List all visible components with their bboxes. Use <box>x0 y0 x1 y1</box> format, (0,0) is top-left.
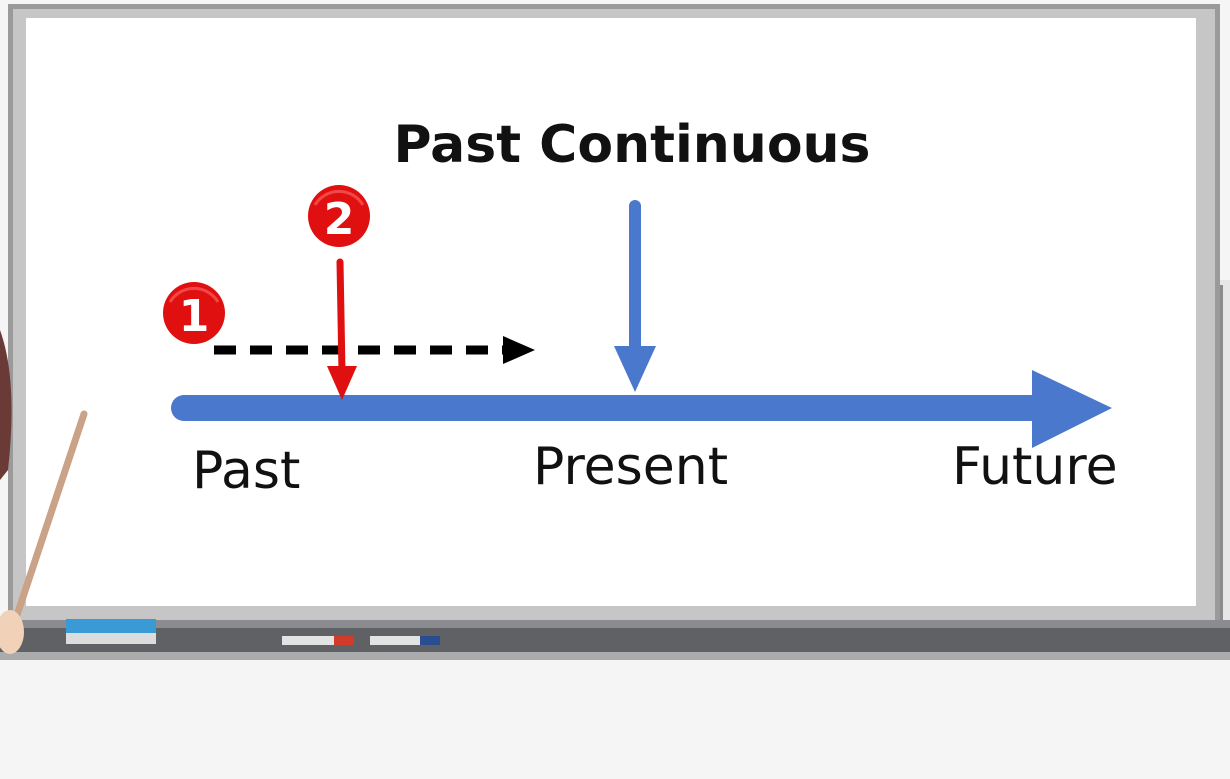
label-future: Future <box>952 437 1118 497</box>
red-event-arrow-shaft <box>336 258 346 376</box>
label-past: Past <box>192 441 300 501</box>
red-event-arrow-head <box>327 366 357 400</box>
present-arrow-head <box>614 346 656 392</box>
marker-tray-lip <box>0 620 1230 628</box>
blue-marker <box>370 636 440 645</box>
marker-badge-2-label: 2 <box>324 194 355 245</box>
pointer-stick <box>8 410 88 634</box>
diagram-title: Past Continuous <box>393 115 870 175</box>
teacher-hand <box>0 610 24 654</box>
marker-badge-1: 1 <box>159 278 229 348</box>
eraser-felt <box>66 633 156 644</box>
marker-tray-base <box>0 652 1230 660</box>
marker-badge-2: 2 <box>304 181 374 251</box>
teacher-hair <box>0 330 12 480</box>
timeline-arrow-head <box>1032 370 1112 448</box>
red-marker <box>282 636 352 645</box>
dashed-progress-arrow-head <box>503 336 535 364</box>
label-present: Present <box>533 437 728 497</box>
red-marker-cap <box>334 636 354 645</box>
eraser-top <box>66 619 156 633</box>
blue-marker-cap <box>420 636 440 645</box>
marker-badge-1-label: 1 <box>179 291 210 342</box>
